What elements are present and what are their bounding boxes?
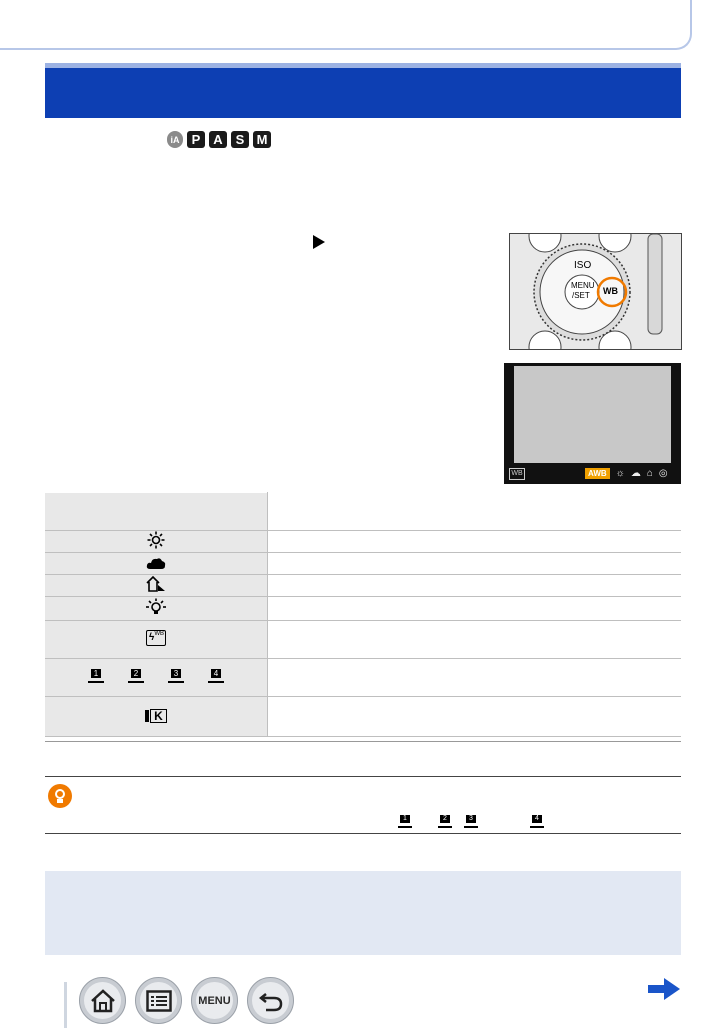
cloud-icon xyxy=(146,558,166,569)
home-button[interactable] xyxy=(79,977,126,1024)
shade-icon xyxy=(146,575,165,592)
lcd-cloud-icon: ☁ xyxy=(630,468,641,479)
description-cell xyxy=(267,596,681,621)
tip-lightbulb-icon xyxy=(48,784,72,808)
dial-menu-label: MENU xyxy=(571,281,595,290)
back-button[interactable] xyxy=(247,977,294,1024)
page-top-frame xyxy=(0,0,692,50)
mode-ia-badge: iA xyxy=(167,131,183,148)
awb-cell xyxy=(45,492,268,531)
description-cell xyxy=(267,530,681,553)
table-row xyxy=(45,530,681,553)
white-set-2-icon: 2 xyxy=(128,669,144,683)
mode-p-badge: P xyxy=(187,131,205,148)
camera-dial-illustration: ISO MENU /SET WB xyxy=(509,233,682,350)
contents-list-icon xyxy=(145,989,172,1012)
white-balance-table: WB ϟ 1 2 3 4 xyxy=(45,492,681,737)
lcd-wb-icon: WB xyxy=(509,467,525,480)
lcd-screen xyxy=(514,366,671,463)
dial-iso-label: ISO xyxy=(574,260,592,271)
description-cell xyxy=(267,696,681,737)
white-set-4-number: 4 xyxy=(211,669,221,678)
lcd-wb-bar: WB AWB ☼ ☁ ⌂ ◎ xyxy=(509,466,676,481)
tip-white-set-1-number: 1 xyxy=(400,815,410,823)
flash-wb-icon: WB ϟ xyxy=(146,630,166,646)
lcd-more-icon: ◎ xyxy=(658,468,668,479)
tip-white-set-2-icon: 2 xyxy=(438,815,452,828)
table-row: WB ϟ xyxy=(45,620,681,659)
description-cell xyxy=(267,492,681,531)
white-set-3-number: 3 xyxy=(171,669,181,678)
next-page-arrow-icon[interactable] xyxy=(646,976,682,1002)
table-row xyxy=(45,574,681,597)
contents-button[interactable] xyxy=(135,977,182,1024)
mode-m-badge: M xyxy=(253,131,271,148)
dial-set-label: /SET xyxy=(572,291,590,300)
white-set-3-icon: 3 xyxy=(168,669,184,683)
lcd-sun-icon: ☼ xyxy=(615,468,625,479)
incandescent-icon xyxy=(146,598,166,614)
tip-white-set-icons: 1 2 3 4 xyxy=(398,815,544,828)
table-row: 1 2 3 4 xyxy=(45,658,681,697)
tip-white-set-1-icon: 1 xyxy=(398,815,412,828)
description-cell xyxy=(267,658,681,697)
mode-s-badge: S xyxy=(231,131,249,148)
flash-bolt-icon: ϟ xyxy=(149,632,155,643)
table-row xyxy=(45,552,681,575)
description-cell xyxy=(267,552,681,575)
description-cell xyxy=(267,574,681,597)
color-temp-bar-icon xyxy=(145,709,150,722)
tip-white-set-3-icon: 3 xyxy=(464,815,478,828)
menu-button-label: MENU xyxy=(198,994,231,1007)
home-icon xyxy=(90,988,115,1012)
tip-white-set-4-icon: 4 xyxy=(530,815,544,828)
divider-line xyxy=(45,741,681,742)
section-title-bar xyxy=(45,63,681,118)
color-temp-label: K xyxy=(150,708,167,723)
table-row xyxy=(45,492,681,531)
lcd-preview: WB AWB ☼ ☁ ⌂ ◎ xyxy=(504,363,681,484)
tip-white-set-2-number: 2 xyxy=(440,815,450,823)
table-row: K xyxy=(45,696,681,737)
white-set-4-icon: 4 xyxy=(208,669,224,683)
recording-modes: iA P A S M xyxy=(167,131,271,149)
lcd-shade-icon: ⌂ xyxy=(646,468,653,479)
menu-button[interactable]: MENU xyxy=(191,977,238,1024)
dial-wb-label: WB xyxy=(603,286,618,296)
sun-icon xyxy=(147,531,165,549)
lcd-awb-selected: AWB xyxy=(585,468,610,479)
white-set-icons: 1 2 3 4 xyxy=(88,669,224,683)
back-arrow-icon xyxy=(258,992,282,1011)
footer-divider xyxy=(64,982,67,1028)
mode-a-badge: A xyxy=(209,131,227,148)
tip-top-rule xyxy=(45,776,681,777)
white-set-2-number: 2 xyxy=(131,669,141,678)
play-arrow-icon xyxy=(313,235,325,249)
tip-bottom-rule xyxy=(45,833,681,834)
table-row xyxy=(45,596,681,621)
white-set-1-number: 1 xyxy=(91,669,101,678)
info-box xyxy=(45,871,681,955)
tip-white-set-4-number: 4 xyxy=(532,815,542,823)
flash-wb-label: WB xyxy=(154,631,164,637)
white-set-1-icon: 1 xyxy=(88,669,104,683)
description-cell xyxy=(267,620,681,659)
tip-white-set-3-number: 3 xyxy=(466,815,476,823)
color-temp-icon: K xyxy=(145,708,167,723)
